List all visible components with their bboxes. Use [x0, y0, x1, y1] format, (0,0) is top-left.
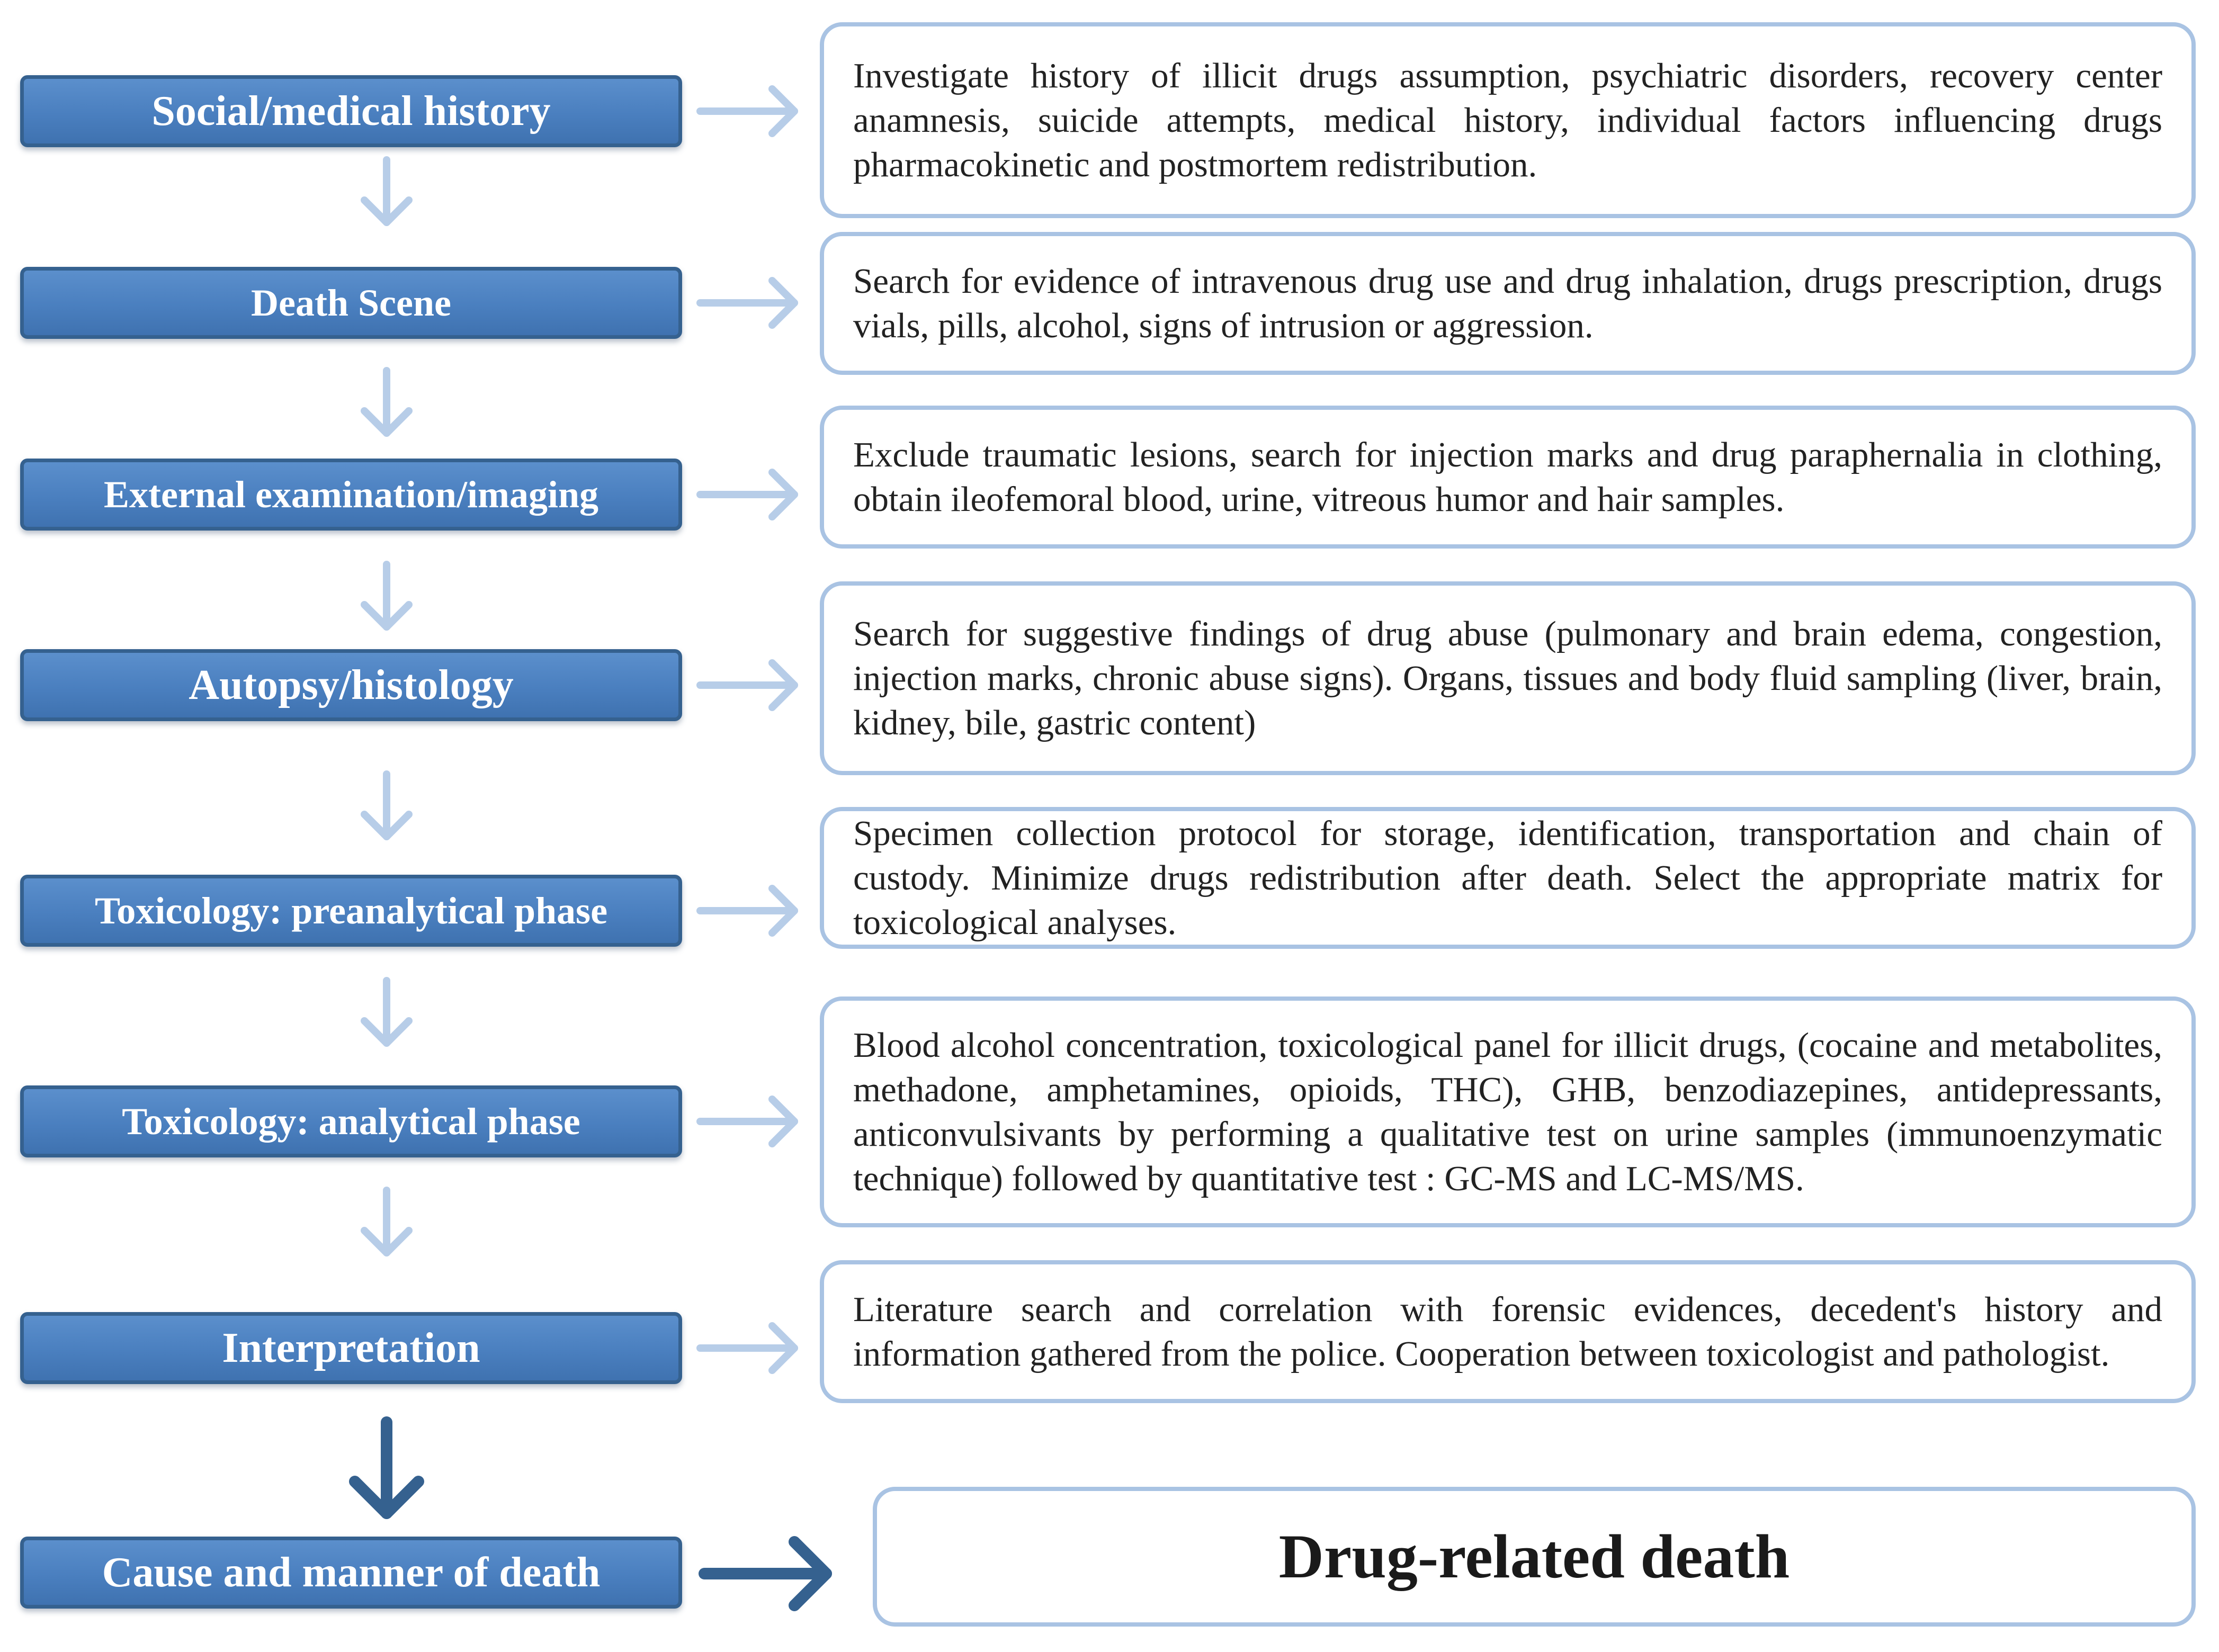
- description-box-autopsy-histology: Search for suggestive findings of drug a…: [820, 581, 2196, 775]
- description-text: Blood alcohol concentration, toxicologic…: [853, 1026, 2162, 1198]
- description-text: Literature search and correlation with f…: [853, 1290, 2162, 1373]
- step-interpretation: Interpretation: [20, 1312, 682, 1384]
- right-arrow-icon: [696, 1096, 798, 1147]
- description-box-social-medical-history: Investigate history of illicit drugs ass…: [820, 22, 2196, 218]
- description-box-interpretation: Literature search and correlation with f…: [820, 1260, 2196, 1403]
- description-text: Investigate history of illicit drugs ass…: [853, 56, 2162, 184]
- right-arrow-icon: [696, 85, 798, 137]
- step-social-medical-history: Social/medical history: [20, 75, 682, 147]
- step-toxicology-analytical: Toxicology: analytical phase: [20, 1085, 682, 1157]
- step-cause-and-manner-of-death: Cause and manner of death: [20, 1537, 682, 1609]
- right-arrow-icon: [696, 1322, 798, 1374]
- right-arrow-icon: [696, 659, 798, 711]
- down-arrow-icon: [361, 156, 413, 226]
- description-box-external-examination: Exclude traumatic lesions, search for in…: [820, 406, 2196, 549]
- right-arrow-icon: [696, 469, 798, 520]
- description-box-death-scene: Search for evidence of intravenous drug …: [820, 232, 2196, 375]
- down-arrow-icon: [361, 770, 413, 840]
- right-arrow-icon: [696, 277, 798, 329]
- description-text: Specimen collection protocol for storage…: [853, 814, 2162, 942]
- step-death-scene: Death Scene: [20, 267, 682, 339]
- down-arrow-icon: [361, 1187, 413, 1256]
- step-external-examination: External examination/imaging: [20, 459, 682, 531]
- right-arrow-icon: [696, 885, 798, 937]
- description-box-toxicology-analytical: Blood alcohol concentration, toxicologic…: [820, 996, 2196, 1227]
- step-toxicology-preanalytical: Toxicology: preanalytical phase: [20, 875, 682, 947]
- right-arrow-icon-bold: [699, 1536, 832, 1611]
- description-text: Search for evidence of intravenous drug …: [853, 262, 2162, 345]
- description-text: Search for suggestive findings of drug a…: [853, 614, 2162, 742]
- description-text: Exclude traumatic lesions, search for in…: [853, 435, 2162, 519]
- step-autopsy-histology: Autopsy/histology: [20, 649, 682, 721]
- down-arrow-icon: [361, 367, 413, 437]
- down-arrow-icon: [361, 977, 413, 1047]
- down-arrow-icon-bold: [349, 1416, 424, 1519]
- description-box-toxicology-preanalytical: Specimen collection protocol for storage…: [820, 807, 2196, 949]
- down-arrow-icon: [361, 561, 413, 631]
- result-box-drug-related-death: Drug-related death: [873, 1487, 2196, 1627]
